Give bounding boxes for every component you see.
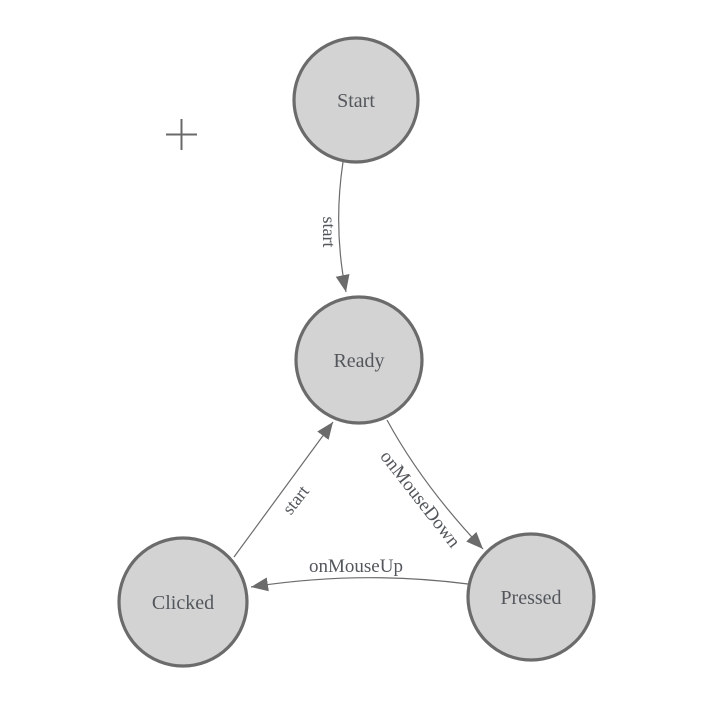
node-ready-circle[interactable]	[294, 295, 424, 425]
edge-clicked-to-ready[interactable]	[233, 421, 334, 558]
edge-pressed-to-clicked[interactable]	[250, 577, 469, 592]
edge-ready-to-pressed[interactable]	[386, 419, 484, 550]
plus-crosshair-icon	[166, 119, 197, 150]
node-start-label: Start	[337, 90, 375, 112]
edge-start-to-ready[interactable]	[335, 161, 350, 293]
node-pressed-circle[interactable]	[466, 532, 596, 662]
edge-label-clicked-to-ready: start	[278, 481, 313, 518]
node-pressed[interactable]: Pressed	[466, 532, 596, 662]
edge-label-start-to-ready: start	[319, 217, 339, 248]
node-ready[interactable]: Ready	[294, 295, 424, 425]
node-clicked-label: Clicked	[152, 592, 214, 614]
edge-label-pressed-to-clicked: onMouseUp	[309, 556, 403, 577]
edge-label-ready-to-pressed: onMouseDown	[376, 447, 465, 553]
node-start[interactable]: Start	[292, 36, 420, 164]
node-clicked[interactable]: Clicked	[117, 536, 249, 668]
node-pressed-label: Pressed	[500, 587, 561, 609]
node-ready-label: Ready	[333, 350, 384, 372]
node-start-circle[interactable]	[292, 36, 420, 164]
nodes-layer: Start Ready Clicked Pressed	[117, 36, 596, 668]
edges-layer	[233, 161, 484, 592]
node-clicked-circle[interactable]	[117, 536, 249, 668]
